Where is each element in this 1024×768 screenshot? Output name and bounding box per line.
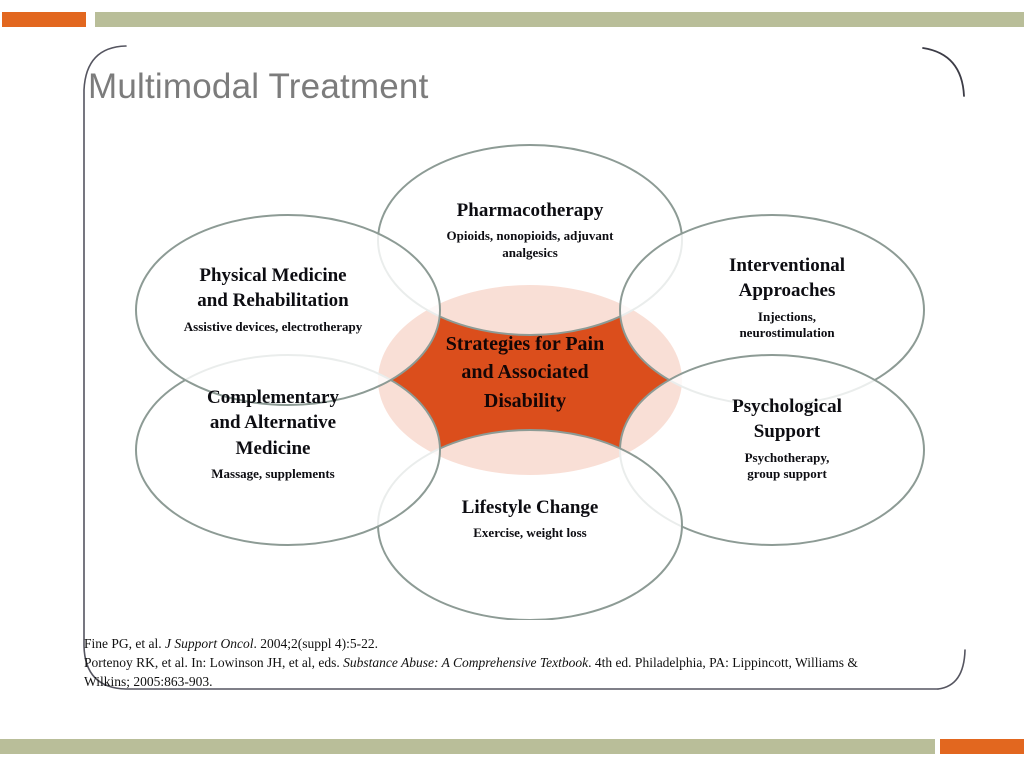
petal-subtitle-psychological: Psychotherapy, group support — [662, 450, 912, 483]
petal-title-line-2: and Rehabilitation — [197, 290, 349, 312]
petal-title-line-2: Approaches — [738, 280, 836, 302]
petal-subtitle-complementary: Massage, supplements — [148, 466, 398, 482]
petal-subtitle-physical: Assistive devices, electrotherapy — [148, 319, 398, 335]
petal-subtitle-interventional: Injections, neurostimulation — [662, 309, 912, 342]
petal-label-lifestyle: Lifestyle Change Exercise, weight loss — [405, 495, 655, 542]
petal-title-line-1: Complementary — [207, 387, 339, 408]
center-ellipse — [378, 285, 682, 475]
center-label-line-3: Disability — [483, 389, 567, 412]
petal-subtitle-pharmacotherapy: Opioids, nonopioids, adjuvant analgesics — [405, 228, 655, 261]
center-label-line-2: and Associated — [461, 361, 589, 384]
citation-1-journal: J Support Oncol — [165, 636, 254, 651]
petal-label-complementary: Complementary and Alternative Medicine M… — [148, 385, 398, 482]
petal-title-lifestyle: Lifestyle Change — [405, 495, 655, 520]
petal-subtitle-lifestyle: Exercise, weight loss — [405, 525, 655, 541]
petal-sub-line-1: Psychotherapy, — [744, 449, 830, 465]
petal-sub-line-2: neurostimulation — [739, 324, 835, 340]
citation-line-2: Portenoy RK, et al. In: Lowinson JH, et … — [84, 653, 962, 672]
petal-sub-line-1: Injections, — [757, 308, 817, 324]
citation-1-prefix: Fine PG, et al. — [84, 636, 165, 651]
petal-ellipse-physical[interactable] — [135, 214, 441, 406]
citation-2-prefix: Portenoy RK, et al. In: Lowinson JH, et … — [84, 655, 344, 671]
petal-title-physical: Physical Medicine and Rehabilitation — [148, 263, 398, 314]
petal-sub-line-1: Exercise, weight loss — [473, 525, 587, 541]
petal-title-line-3: Medicine — [235, 437, 311, 459]
citation-2-booktitle: Substance Abuse: A Comprehensive Textboo… — [343, 655, 589, 671]
petal-sub-line-1: Opioids, nonopioids, adjuvant — [446, 228, 614, 244]
page-title: Multimodal Treatment — [88, 67, 429, 106]
petal-title-line-1: Psychological — [732, 396, 842, 417]
center-label-line-1: Strategies for Pain — [445, 333, 605, 355]
petal-title-complementary: Complementary and Alternative Medicine — [148, 385, 398, 461]
petal-label-psychological: Psychological Support Psychotherapy, gro… — [662, 394, 912, 482]
petal-title-psychological: Psychological Support — [662, 394, 912, 445]
petal-sub-line-1: Assistive devices, electrotherapy — [183, 318, 363, 334]
petal-sub-line-1: Massage, supplements — [211, 465, 335, 481]
petal-title-pharmacotherapy: Pharmacotherapy — [405, 198, 655, 223]
petal-title-line-1: Physical Medicine — [199, 265, 347, 286]
citation-line-3: Wilkins; 2005:863-903. — [84, 674, 213, 690]
citation-1-suffix: . 2004;2(suppl 4):5-22. — [253, 636, 379, 651]
petal-title-line-1: Pharmacotherapy — [456, 200, 604, 221]
slide-content-frame — [78, 44, 968, 692]
petal-title-line-1: Interventional — [728, 255, 846, 276]
multimodal-treatment-diagram: Strategies for Pain and Associated Disab… — [100, 140, 960, 621]
petal-title-interventional: Interventional Approaches — [662, 253, 912, 304]
center-label: Strategies for Pain and Associated Disab… — [410, 330, 640, 415]
petal-title-line-1: Lifestyle Change — [461, 497, 599, 518]
bottom-orange-accent-bar — [940, 739, 1024, 754]
petal-title-line-2: and Alternative — [209, 412, 337, 434]
petal-venn-svg — [135, 144, 925, 621]
petal-label-pharmacotherapy: Pharmacotherapy Opioids, nonopioids, adj… — [405, 198, 655, 261]
petal-title-line-2: Support — [753, 421, 821, 443]
petal-label-physical: Physical Medicine and Rehabilitation Ass… — [148, 263, 398, 335]
bottom-sage-accent-bar — [0, 739, 935, 754]
petal-label-interventional: Interventional Approaches Injections, ne… — [662, 253, 912, 341]
citation-line-1: Fine PG, et al. J Support Oncol. 2004;2(… — [84, 634, 962, 653]
citation-2-suffix: . 4th ed. Philadelphia, PA: Lippincott, … — [588, 655, 858, 671]
petal-sub-line-2: analgesics — [502, 244, 558, 260]
petal-sub-line-2: group support — [747, 465, 827, 481]
top-sage-accent-bar — [95, 12, 1024, 27]
top-orange-accent-bar — [2, 12, 86, 27]
citations-block: Fine PG, et al. J Support Oncol. 2004;2(… — [84, 634, 962, 691]
